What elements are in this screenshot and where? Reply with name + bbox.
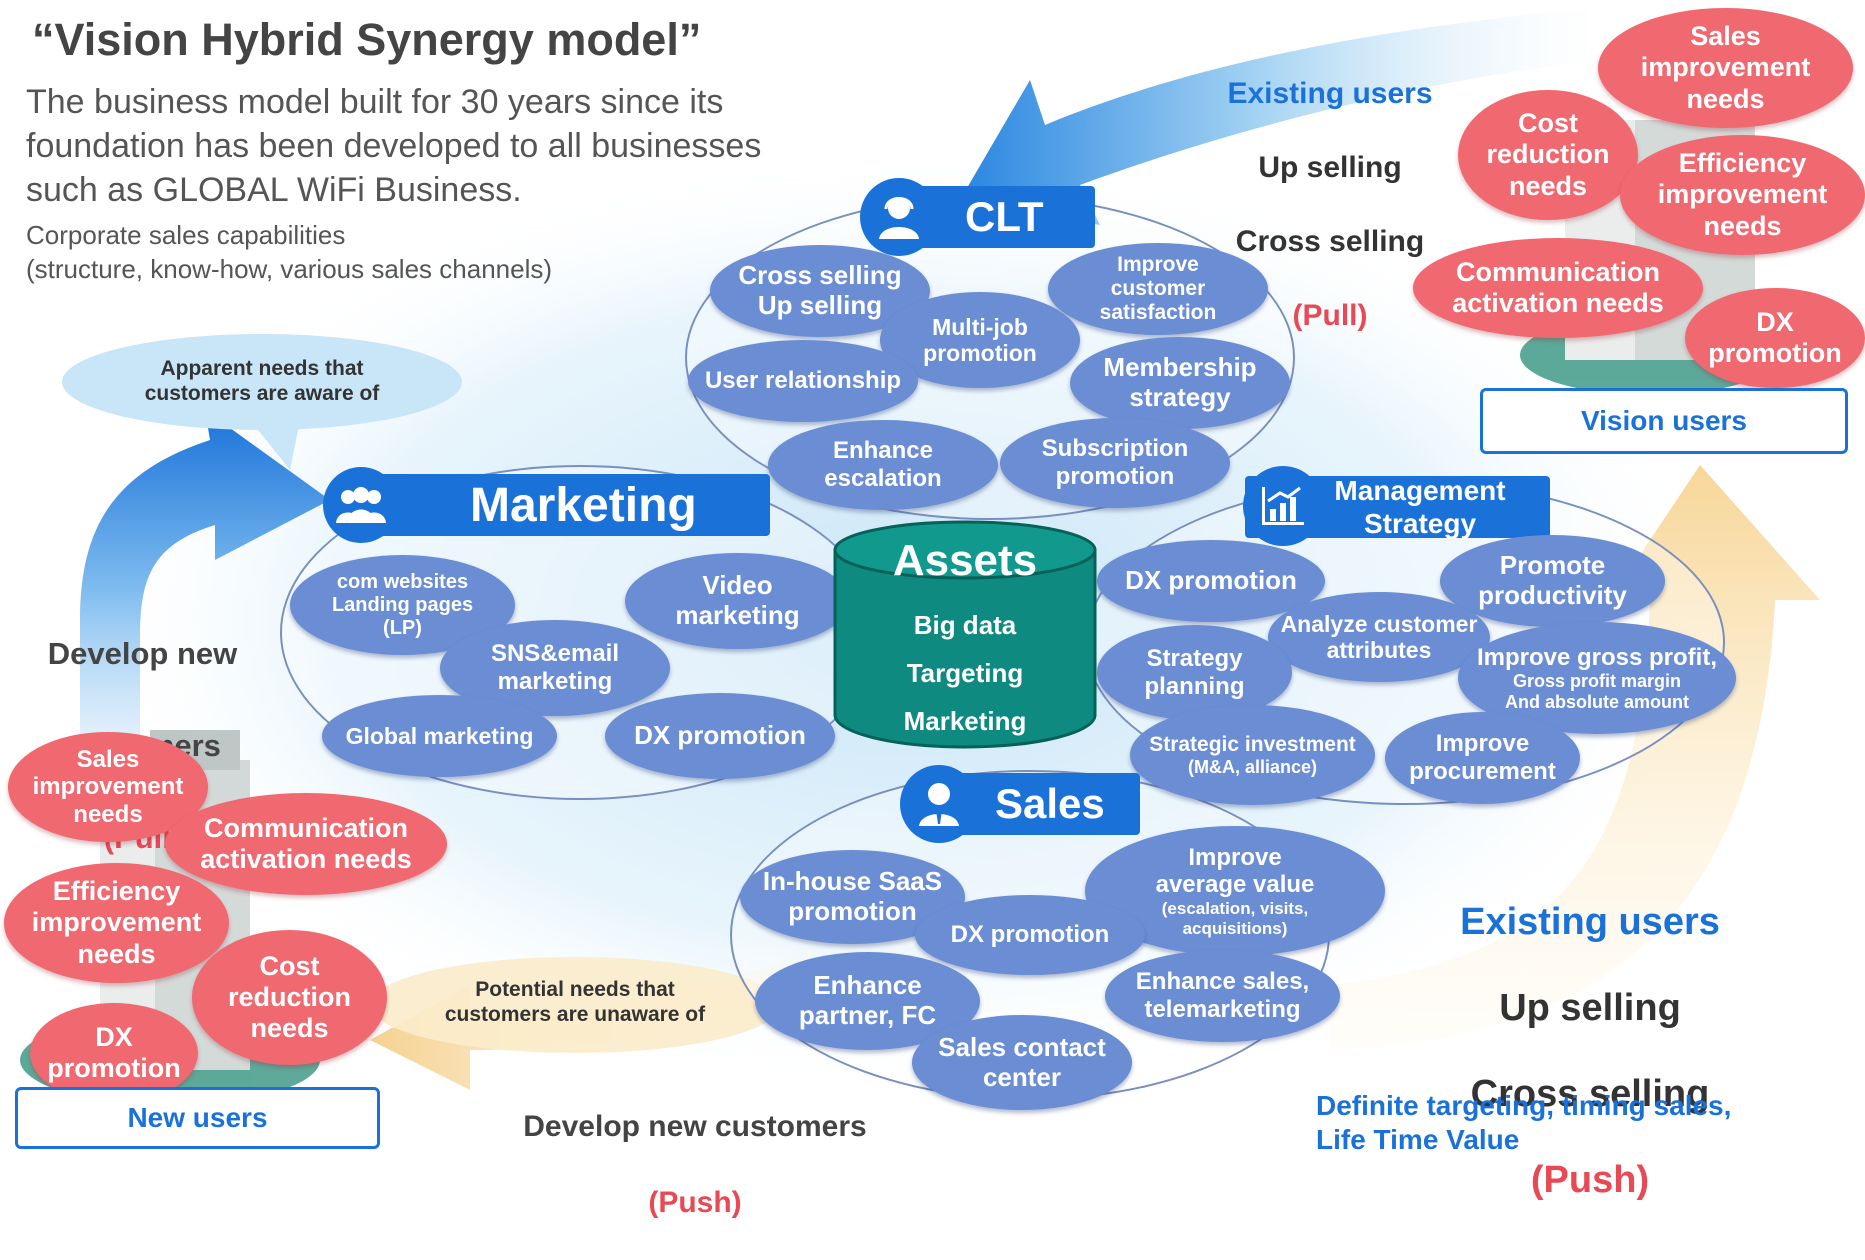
new-users-label: New users: [15, 1087, 380, 1149]
sales-title: Sales: [995, 780, 1105, 827]
apparent-needs-bubble: [62, 334, 462, 430]
right-flow-up: Up selling: [1499, 987, 1681, 1029]
new-need-cost: Cost reduction needs: [192, 930, 387, 1065]
management-item-strategy-planning: Strategy planning: [1097, 625, 1292, 720]
intro-line-3: such as GLOBAL WiFi Business.: [26, 171, 522, 209]
gross-profit-margin-line: Gross profit margin And absolute amount: [1505, 671, 1689, 712]
definite-line-1: Definite targeting, timing sales,: [1316, 1090, 1732, 1121]
assets-item-big-data: Big data: [913, 610, 1017, 640]
management-header: Management Strategy: [1243, 466, 1550, 546]
vision-need-communication: Communication activation needs: [1413, 238, 1703, 338]
assets-item-targeting: Targeting: [906, 658, 1024, 688]
sales-header: Sales: [900, 765, 1140, 843]
vision-users-label: Vision users: [1480, 388, 1848, 454]
sales-item-average-value: Improve average value (escalation, visit…: [1085, 826, 1385, 956]
left-flow-develop: Develop new: [47, 636, 238, 671]
clt-item-escalation: Enhance escalation: [768, 420, 998, 510]
management-item-analyze: Analyze customer attributes: [1268, 592, 1490, 682]
top-flow-existing: Existing users: [1227, 77, 1433, 110]
sales-item-dx: DX promotion: [915, 895, 1145, 975]
clt-title: CLT: [965, 193, 1044, 240]
clt-item-membership: Membership strategy: [1070, 337, 1290, 429]
management-item-productivity: Promote productivity: [1440, 535, 1665, 627]
clt-header: CLT: [860, 178, 1095, 256]
management-item-gross-profit: Improve gross profit, Gross profit margi…: [1458, 622, 1736, 734]
bottom-flow-label: Develop new customers (Push): [490, 1070, 900, 1260]
marketing-item-sns-email: SNS&email marketing: [440, 620, 670, 716]
vision-need-cost: Cost reduction needs: [1458, 90, 1638, 220]
assets-cylinder: [833, 520, 1097, 749]
clt-item-user-relationship: User relationship: [688, 340, 918, 422]
apparent-needs-text: Apparent needs that customers are aware …: [144, 357, 380, 405]
marketing-item-global: Global marketing: [322, 695, 557, 777]
right-flow-push: (Push): [1530, 1159, 1650, 1201]
potential-needs-text: Potential needs that customers are unawa…: [444, 978, 706, 1026]
sales-item-telemarketing: Enhance sales, telemarketing: [1105, 950, 1340, 1042]
vision-need-dx: DX promotion: [1685, 288, 1865, 388]
clt-item-subscription: Subscription promotion: [1000, 418, 1230, 508]
investment-line: Strategic investment: [1149, 732, 1356, 756]
sales-item-contact-center: Sales contact center: [912, 1015, 1132, 1110]
assets-item-marketing: Marketing: [903, 706, 1027, 736]
clt-item-satisfaction: Improve customer satisfaction: [1048, 243, 1268, 335]
top-flow-up: Up selling: [1258, 151, 1402, 184]
definite-line-2: Life Time Value: [1316, 1124, 1520, 1155]
right-flow-label: Existing users Up selling Cross selling …: [1430, 858, 1750, 1245]
top-arrow: [960, 8, 1600, 225]
vision-need-efficiency: Efficiency improvement needs: [1620, 135, 1865, 255]
group-icon: [323, 467, 399, 543]
management-item-dx: DX promotion: [1097, 540, 1325, 622]
investment-sub-line: (M&A, alliance): [1187, 756, 1318, 777]
intro-line-2: foundation has been developed to all bus…: [26, 127, 762, 165]
person-headset-icon: [860, 178, 938, 256]
page-title: “Vision Hybrid Synergy model”: [32, 14, 702, 65]
potential-needs-bubble: [370, 957, 780, 1053]
new-need-communication: Communication activation needs: [165, 793, 447, 895]
average-value-line: Improve average value: [1155, 843, 1315, 899]
new-need-efficiency: Efficiency improvement needs: [4, 863, 229, 983]
marketing-header: Marketing: [323, 467, 770, 543]
intro-sub-2: (structure, know-how, various sales chan…: [26, 254, 553, 284]
average-value-sub-line: (escalation, visits, acquisitions): [1161, 899, 1309, 938]
marketing-item-video: Video marketing: [625, 553, 850, 649]
right-flow-existing: Existing users: [1460, 901, 1720, 943]
bottom-flow-push: (Push): [648, 1186, 742, 1219]
top-flow-pull: (Pull): [1292, 299, 1368, 332]
marketing-title: Marketing: [470, 478, 697, 532]
bottom-flow-develop: Develop new customers: [523, 1110, 867, 1143]
new-need-dx: DX promotion: [30, 1003, 198, 1103]
marketing-item-dx: DX promotion: [605, 693, 835, 779]
chart-icon: [1243, 466, 1323, 546]
person-tie-icon: [900, 765, 978, 843]
top-flow-label: Existing users Up selling Cross selling …: [1170, 38, 1490, 371]
top-flow-cross: Cross selling: [1235, 225, 1425, 258]
management-title: Management Strategy: [1334, 475, 1506, 539]
left-arrow: [80, 410, 330, 860]
intro-line-1: The business model built for 30 years si…: [26, 83, 724, 121]
gross-profit-line: Improve gross profit,: [1476, 643, 1718, 671]
vision-need-sales: Sales improvement needs: [1598, 8, 1853, 128]
intro-sub-1: Corporate sales capabilities: [26, 220, 346, 250]
right-flow-cross: Cross selling: [1470, 1073, 1710, 1115]
management-item-procurement: Improve procurement: [1385, 712, 1580, 804]
assets-title: Assets: [892, 536, 1038, 585]
management-item-investment: Strategic investment (M&A, alliance): [1130, 705, 1375, 805]
